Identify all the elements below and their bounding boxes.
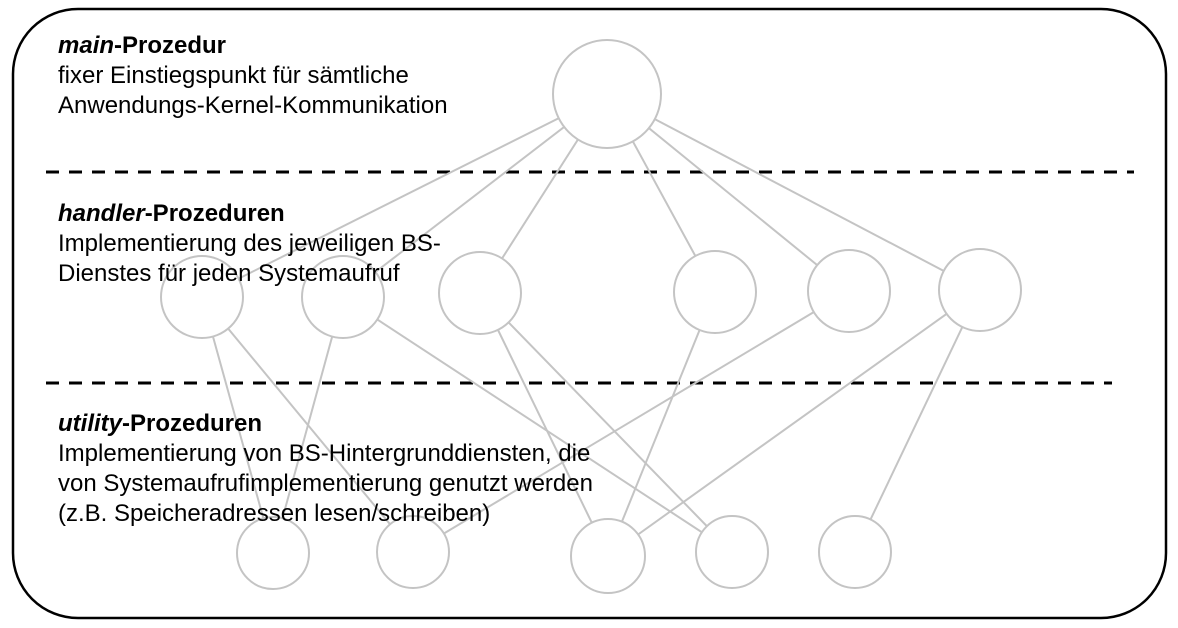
utility-procedure-node-u1 <box>236 516 310 590</box>
call-edge-h2-u1 <box>272 296 344 554</box>
utility-procedure-node-u2 <box>376 515 450 589</box>
call-edge-h3-u4 <box>479 292 733 553</box>
call-edge-h4-u3 <box>607 291 716 557</box>
call-edge-h2-u4 <box>342 296 733 553</box>
call-edge-h1-u1 <box>201 296 274 554</box>
handler-procedure-node-h2 <box>301 255 385 339</box>
call-edge-main-h1 <box>201 93 608 298</box>
frame-border <box>11 7 1168 620</box>
call-edge-h6-u5 <box>854 289 981 553</box>
call-edge-h6-u3 <box>607 289 981 557</box>
utility-procedure-node-u5 <box>818 515 892 589</box>
call-edge-main-h2 <box>342 93 608 298</box>
utility-procedure-node-u4 <box>695 515 769 589</box>
handler-procedure-node-h3 <box>438 251 522 335</box>
call-edge-main-h6 <box>606 93 981 291</box>
call-edge-h5-u2 <box>412 290 850 553</box>
call-edge-h3-u3 <box>479 292 609 557</box>
handler-procedure-node-h5 <box>807 249 891 333</box>
utility-procedure-node-u3 <box>570 518 646 594</box>
handler-procedure-node-h4 <box>673 250 757 334</box>
main-procedure-node-main <box>552 39 662 149</box>
handler-procedure-node-h1 <box>160 255 244 339</box>
handler-procedure-node-h6 <box>938 248 1022 332</box>
